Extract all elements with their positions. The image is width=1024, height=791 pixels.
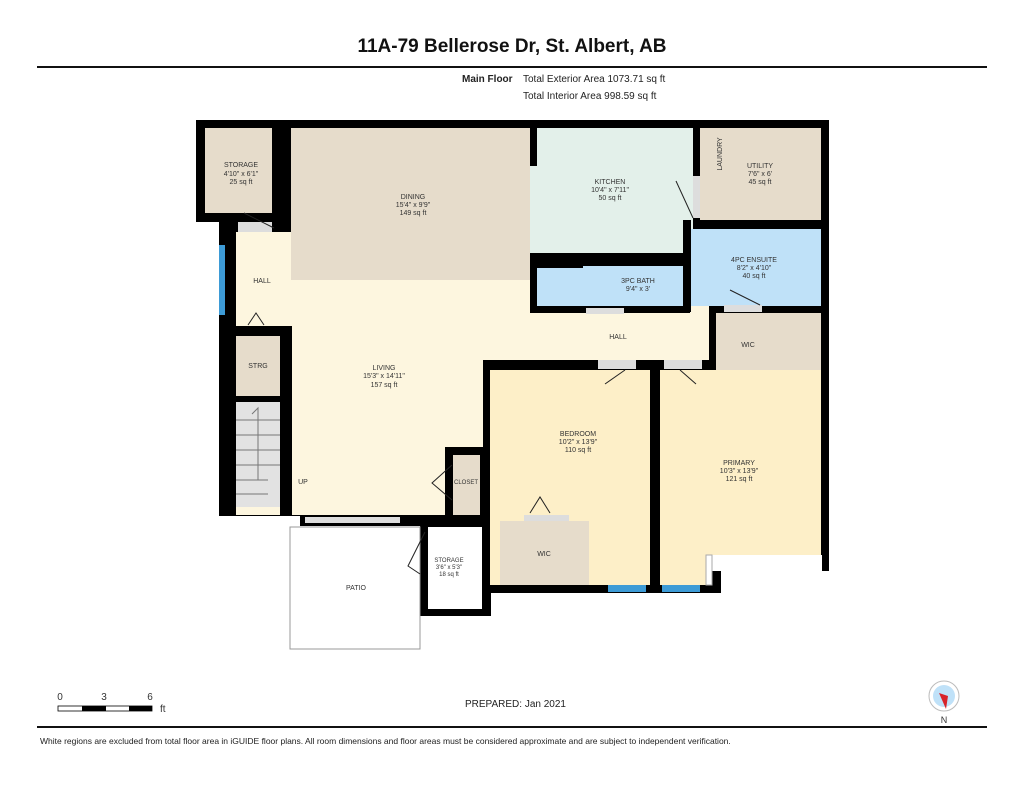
patio (289, 526, 421, 650)
window (219, 245, 225, 315)
exterior-area: Total Exterior Area 1073.71 sq ft (523, 74, 666, 85)
area-primary: 121 sq ft (726, 476, 753, 483)
label-primary: PRIMARY (723, 460, 755, 467)
door (238, 222, 272, 232)
sliding-door (305, 517, 400, 523)
compass-north-label: N (941, 715, 948, 725)
window (662, 585, 700, 592)
door (724, 305, 762, 312)
room-strg (236, 336, 280, 396)
room-closet (453, 455, 480, 515)
compass-icon: N (928, 680, 960, 725)
room-dining (291, 128, 530, 280)
door (693, 176, 700, 218)
label-laundry: LAUNDRY (717, 137, 724, 171)
label-bedroom: BEDROOM (560, 431, 596, 438)
label-up: UP (298, 479, 308, 486)
dims-primary: 10'3" x 13'9" (720, 468, 759, 475)
dims-bedroom: 10'2" x 13'9" (559, 439, 598, 446)
label-storage: STORAGE (224, 162, 258, 169)
label-patio: PATIO (346, 585, 367, 592)
dims-3pc-bath: 9'4" x 3' (626, 286, 650, 293)
room-4pc-ensuite (690, 229, 821, 306)
floor-label: Main Floor (462, 74, 513, 85)
scale-unit: ft (160, 704, 166, 715)
prepared-date: PREPARED: Jan 2021 (465, 699, 566, 710)
dims-4pc-ensuite: 8'2" x 4'10" (737, 265, 772, 272)
label-living: LIVING (373, 365, 396, 372)
disclaimer: White regions are excluded from total fl… (40, 736, 731, 746)
label-wic-2: WIC (537, 551, 551, 558)
room-utility (700, 128, 821, 220)
room-wic (716, 313, 821, 379)
dims-storage-2: 3'6" x 5'3" (436, 565, 462, 571)
label-3pc-bath: 3PC BATH (621, 278, 655, 285)
dims-living: 15'3" x 14'11" (363, 373, 405, 380)
dims-utility: 7'6" x 6' (748, 171, 772, 178)
label-dining: DINING (401, 194, 426, 201)
label-utility: UTILITY (747, 163, 773, 170)
interior-area: Total Interior Area 998.59 sq ft (523, 91, 657, 102)
label-strg: STRG (248, 363, 267, 370)
label-hall-2: HALL (609, 334, 627, 341)
label-storage-2: STORAGE (434, 558, 463, 564)
dims-storage: 4'10" x 6'1" (224, 171, 259, 178)
header-divider (37, 66, 987, 68)
door (598, 360, 636, 369)
area-4pc-ensuite: 40 sq ft (743, 273, 766, 280)
scale-tick: 0 (57, 692, 63, 703)
room-3pc-bath (537, 266, 683, 306)
area-utility: 45 sq ft (749, 179, 772, 186)
room-storage (205, 128, 272, 213)
area-summary: Main Floor Total Exterior Area 1073.71 sq… (462, 71, 665, 105)
footer-divider (37, 726, 987, 728)
window (608, 585, 646, 592)
dims-dining: 15'4" x 9'9" (396, 202, 431, 209)
area-living: 157 sq ft (371, 382, 398, 389)
scale-tick: 6 (147, 692, 153, 703)
label-wic: WIC (741, 342, 755, 349)
area-dining: 149 sq ft (400, 210, 427, 217)
label-4pc-ensuite: 4PC ENSUITE (731, 257, 777, 264)
door (586, 308, 624, 314)
room-primary (660, 370, 821, 555)
area-storage-2: 18 sq ft (439, 572, 459, 578)
label-closet: CLOSET (454, 480, 478, 486)
area-storage: 25 sq ft (230, 179, 253, 186)
door (524, 515, 569, 521)
room-storage-2 (428, 527, 482, 609)
dims-kitchen: 10'4" x 7'11" (591, 187, 629, 194)
area-bedroom: 110 sq ft (565, 447, 591, 454)
door (664, 360, 702, 369)
page-title: 11A-79 Bellerose Dr, St. Albert, AB (357, 36, 667, 57)
scale-bar: 0 3 6 ft (57, 692, 166, 715)
area-kitchen: 50 sq ft (599, 195, 622, 202)
label-hall: HALL (253, 278, 271, 285)
scale-tick: 3 (101, 692, 107, 703)
room-kitchen (530, 128, 693, 253)
label-kitchen: KITCHEN (595, 179, 626, 186)
room-wic-2 (500, 521, 589, 585)
